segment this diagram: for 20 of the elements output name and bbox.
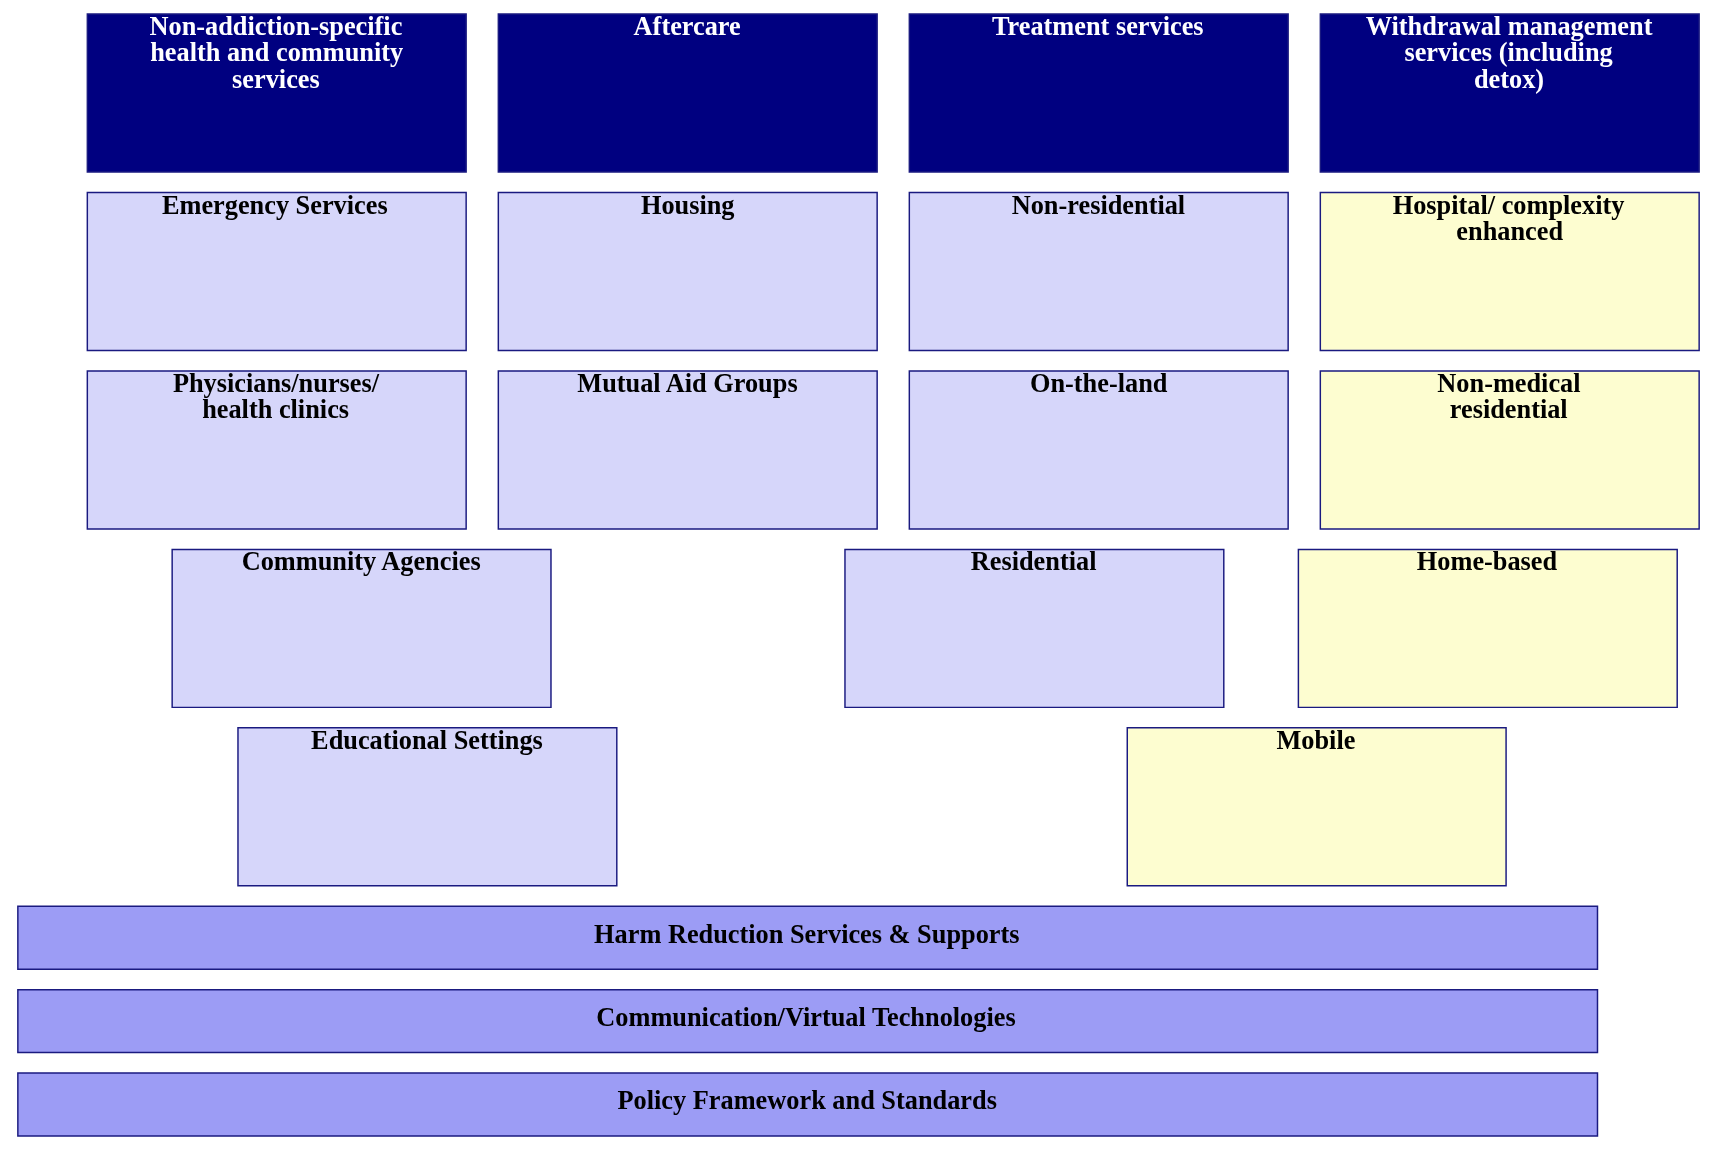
node-box: Housing <box>497 191 878 352</box>
node-box: Home-based <box>1297 548 1678 709</box>
node-box: Treatment services <box>908 13 1289 173</box>
node-box: Non-residential <box>908 191 1289 352</box>
node-box: Non-addiction-specific health and community services <box>86 13 467 173</box>
node-box: Mobile <box>1126 727 1507 887</box>
node-box: Harm Reduction Services & Supports <box>16 905 1598 970</box>
node-box: Residential <box>843 548 1224 709</box>
node-box: Hospital/ complexity enhanced <box>1319 191 1700 352</box>
node-box: Aftercare <box>497 13 878 173</box>
node-box: Policy Framework and Standards <box>16 1072 1598 1137</box>
node-box: Mutual Aid Groups <box>497 370 878 530</box>
node-box: Physicians/nurses/ health clinics <box>86 370 467 530</box>
node-box: Non-medical residential <box>1319 370 1700 530</box>
node-box: Communication/Virtual Technologies <box>16 988 1598 1054</box>
node-box: On-the-land <box>908 370 1289 530</box>
node-box: Community Agencies <box>170 548 552 709</box>
node-box: Withdrawal management services (including detox) <box>1319 13 1700 173</box>
node-box: Emergency Services <box>86 191 467 352</box>
node-box: Educational Settings <box>236 727 618 887</box>
